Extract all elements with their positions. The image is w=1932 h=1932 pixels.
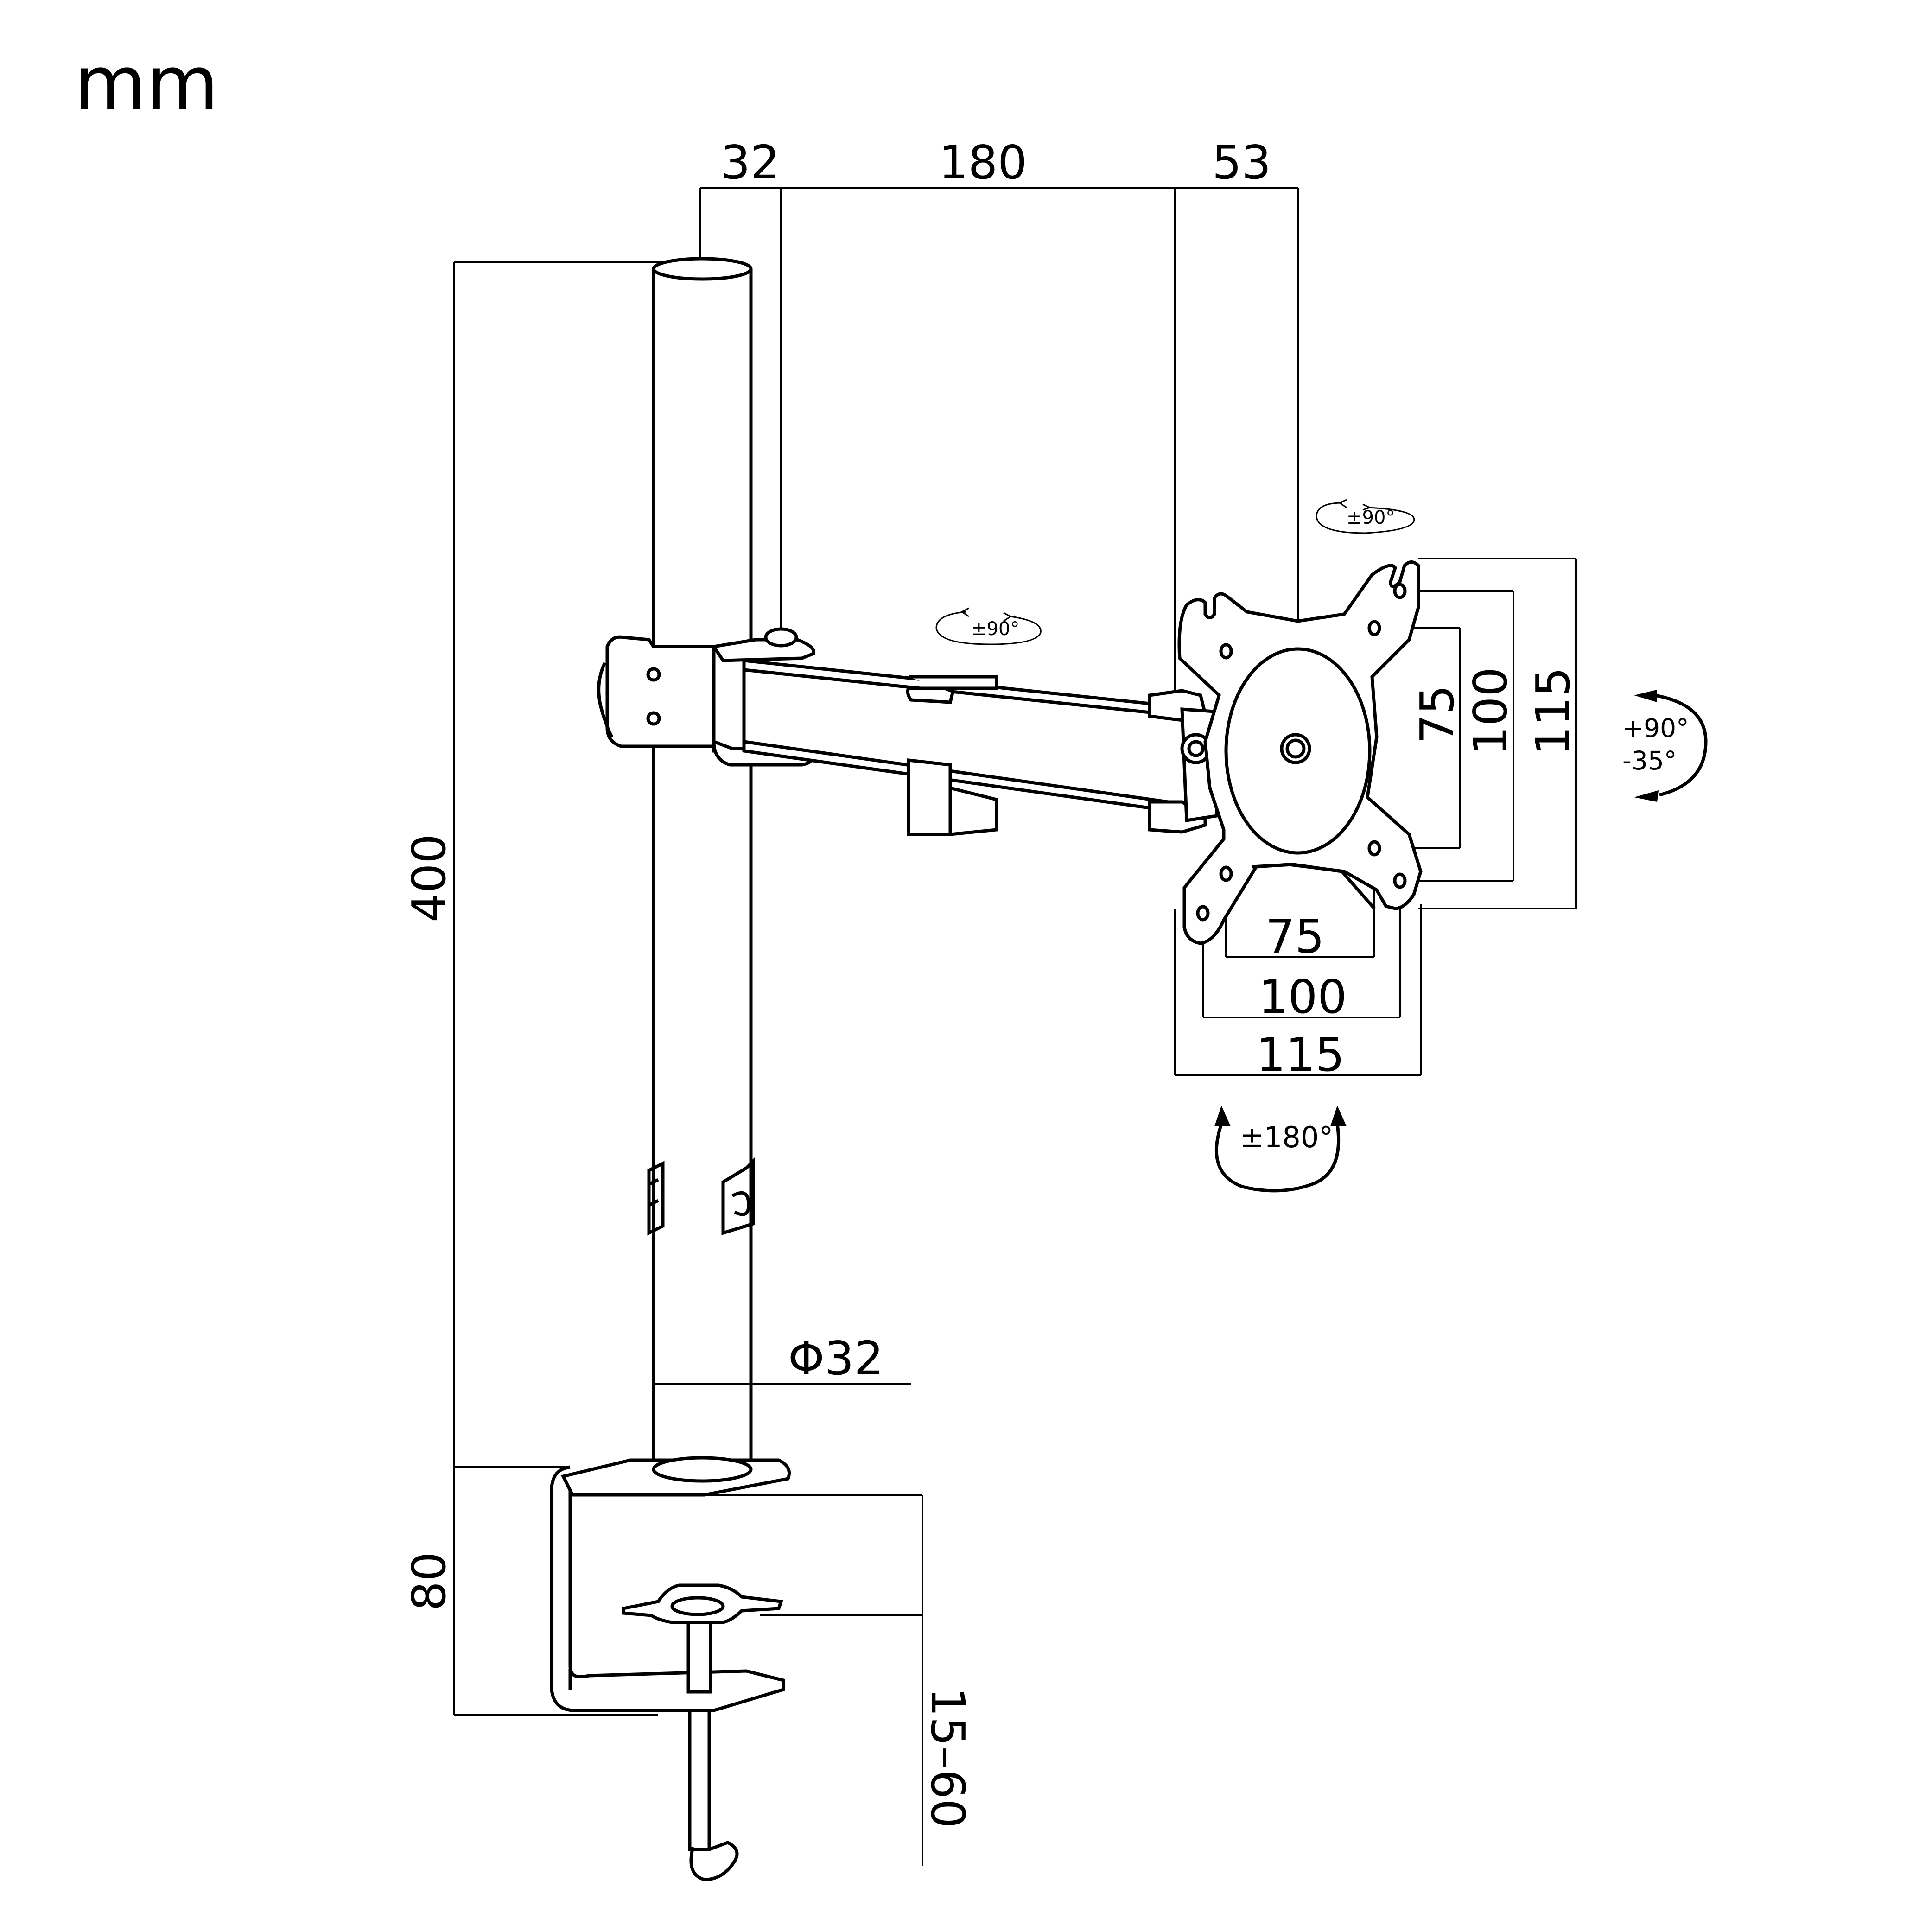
rotation-indicators — [935, 499, 1708, 1193]
unit-label: mm — [74, 40, 219, 127]
desk-clamp — [550, 1456, 791, 1881]
rotation-label: ±180° — [1240, 1120, 1333, 1154]
dim-vesa-large-v: 115 — [1526, 667, 1580, 756]
dim-vesa-small-h: 75 — [1265, 909, 1324, 964]
dim-top-offset: 32 — [721, 135, 780, 190]
dim-desk-thickness: 15–60 — [921, 1687, 975, 1829]
dim-arm-reach: 180 — [939, 135, 1027, 190]
tilt-down-label: -35° — [1622, 746, 1677, 775]
head-swivel-label: ±90° — [1347, 507, 1395, 528]
arm-swivel-label: ±90° — [971, 618, 1019, 640]
tilt-up-label: +90° — [1622, 713, 1689, 743]
dim-pole-height: 400 — [402, 834, 456, 922]
vesa-plate — [1177, 560, 1423, 945]
dim-vesa-large-h: 115 — [1256, 1028, 1345, 1082]
dim-vesa-small-v: 75 — [1410, 685, 1464, 744]
dim-vesa-mid-h: 100 — [1258, 970, 1347, 1024]
pole — [647, 257, 755, 1474]
dim-head-offset: 53 — [1212, 135, 1271, 190]
dimension-lines — [453, 187, 1577, 1866]
dim-vesa-mid-v: 100 — [1463, 667, 1518, 756]
arm-assembly — [597, 627, 1219, 836]
dim-clamp-height: 80 — [402, 1552, 456, 1611]
dim-pole-diameter: Φ32 — [788, 1331, 883, 1385]
